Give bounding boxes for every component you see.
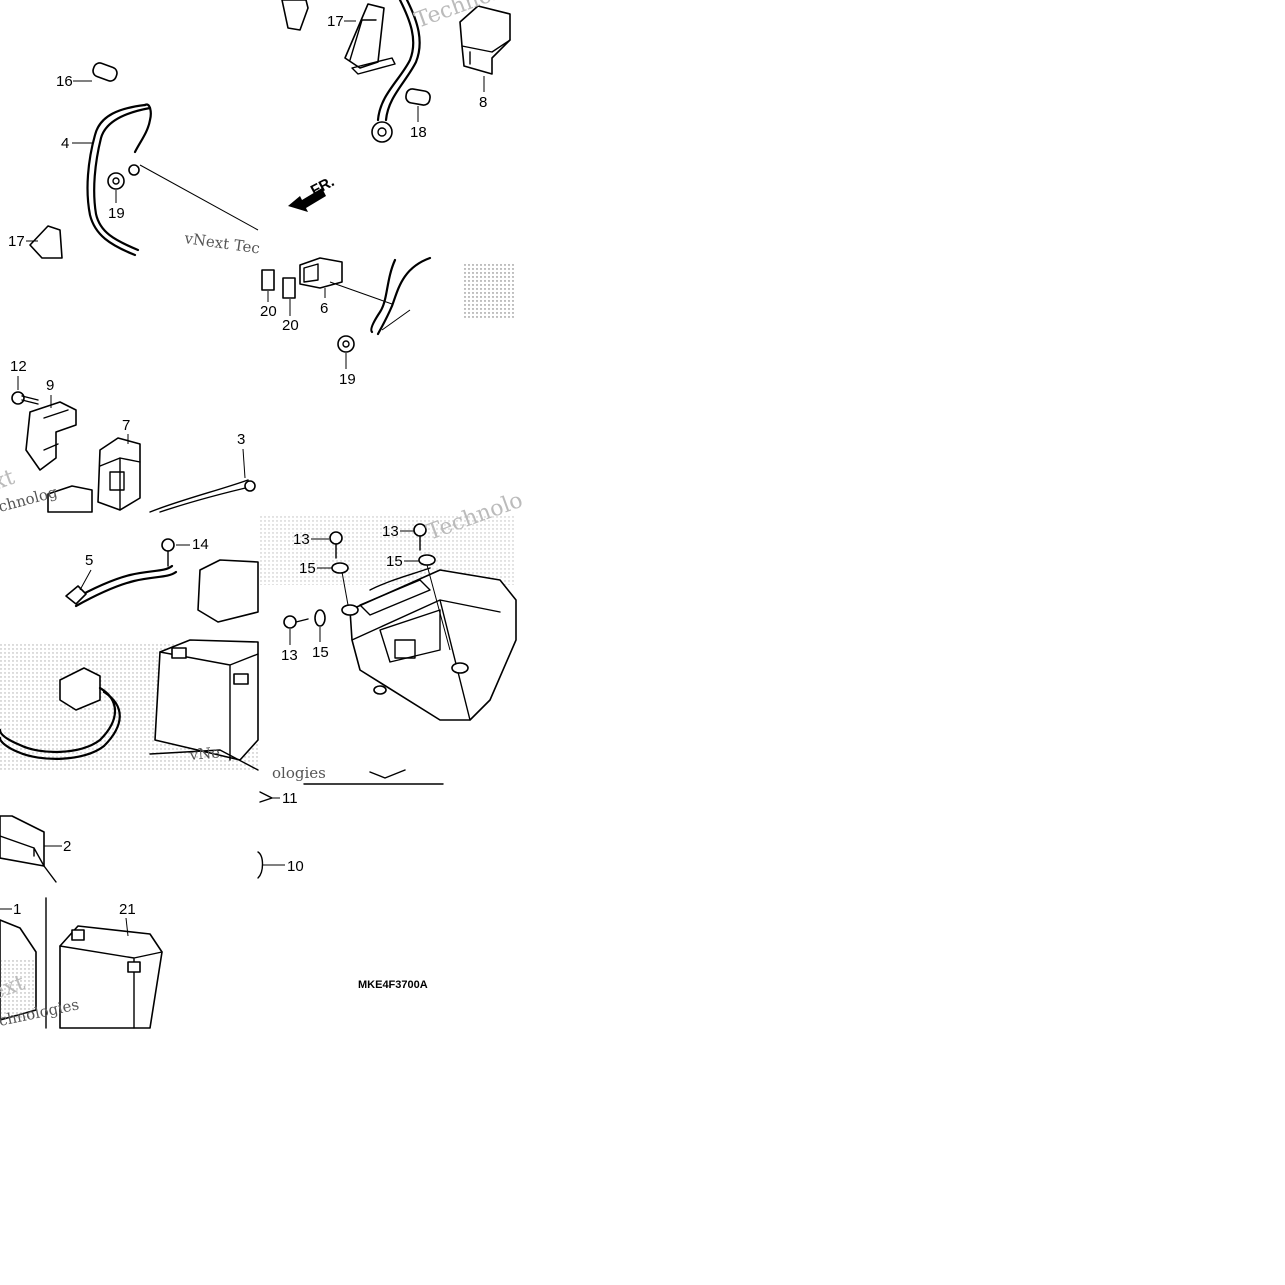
callout-13-c: 13	[281, 647, 298, 664]
watermark-5: vNe	[188, 743, 221, 764]
callout-15-b: 15	[386, 553, 403, 570]
part-8-relay-cover	[459, 5, 511, 75]
shaded-area-a	[464, 262, 516, 320]
callout-16: 16	[56, 73, 73, 90]
callout-17-a: 17	[8, 233, 25, 250]
part-20-fuse-b	[282, 277, 296, 299]
tile-row3-left: 12 9 7 3 xt chnolog	[0, 358, 256, 516]
part-20-fuse-a	[261, 269, 275, 291]
part-19-bolt-b	[337, 335, 355, 353]
callout-6: 6	[320, 300, 328, 317]
shaded-area-c	[258, 515, 516, 585]
part-13-bolt-c	[283, 615, 297, 629]
part-connector-cap	[59, 667, 101, 711]
callout-10: 10	[287, 858, 304, 875]
part-9-bracket	[25, 401, 77, 471]
part-5-cable-end	[65, 585, 87, 605]
part-18-band	[405, 88, 431, 106]
callout-20-b: 20	[282, 317, 299, 334]
watermark-2: xt	[0, 465, 18, 496]
callout-15-a: 15	[299, 560, 316, 577]
tile-top-left: 16 4 19 17 vNext Tec	[8, 62, 261, 259]
callout-5: 5	[85, 552, 93, 569]
tile-row5-left: 2 1 21 ext chnologies	[0, 815, 163, 1030]
watermark-6: ologies	[272, 764, 326, 782]
part-15-washer-b	[418, 554, 436, 566]
part-7-cover	[97, 437, 141, 511]
callout-19-b: 19	[339, 371, 356, 388]
part-16-band	[92, 62, 118, 82]
part-12-bolt	[11, 391, 25, 405]
callout-13-b: 13	[382, 523, 399, 540]
callout-17-b: 17	[327, 13, 344, 30]
part-battery-cover	[197, 559, 259, 623]
part-battery-lower	[47, 485, 93, 513]
callout-4: 4	[61, 135, 69, 152]
callout-18: 18	[410, 124, 427, 141]
tile-row2-middle: 20 20 6 19	[260, 256, 516, 388]
callout-15-c: 15	[312, 644, 329, 661]
part-3-terminal	[244, 480, 256, 492]
part-17-clamp-a	[29, 225, 63, 259]
tile-row4-left: 5 14 vNe	[0, 536, 259, 771]
callout-1: 1	[13, 901, 21, 918]
front-arrow	[288, 188, 326, 212]
callout-9: 9	[46, 377, 54, 394]
callout-12: 12	[10, 358, 27, 375]
part-13-bolt-a	[329, 531, 343, 545]
callout-13-a: 13	[293, 531, 310, 548]
callout-3: 3	[237, 431, 245, 448]
callout-2: 2	[63, 838, 71, 855]
part-battery-box	[349, 569, 517, 721]
watermark-1: vNext Tec	[182, 229, 261, 258]
callout-8: 8	[479, 94, 487, 111]
part-14-bolt	[161, 538, 175, 552]
part-15-washer-a	[331, 562, 349, 574]
part-battery	[154, 639, 259, 761]
callout-19-a: 19	[108, 205, 125, 222]
callout-11: 11	[282, 790, 298, 807]
tile-row5-middle: ologies 11 10	[257, 764, 444, 879]
callout-7: 7	[122, 417, 130, 434]
tile-top-middle: 17 8 18 FR. Technolo	[281, 0, 514, 212]
part-2-tray	[0, 815, 45, 867]
part-19-bolt	[107, 172, 125, 190]
part-4-wire	[133, 103, 152, 154]
callout-20-a: 20	[260, 303, 277, 320]
callout-14: 14	[192, 536, 209, 553]
callout-21: 21	[119, 901, 136, 918]
diagram-part-code: MKE4F3700A	[358, 979, 428, 991]
tile-row4-middle: 13 13 15 15 13 15 Technolo	[258, 488, 526, 721]
part-15-washer-c	[314, 609, 326, 627]
part-top-connector	[281, 0, 309, 31]
